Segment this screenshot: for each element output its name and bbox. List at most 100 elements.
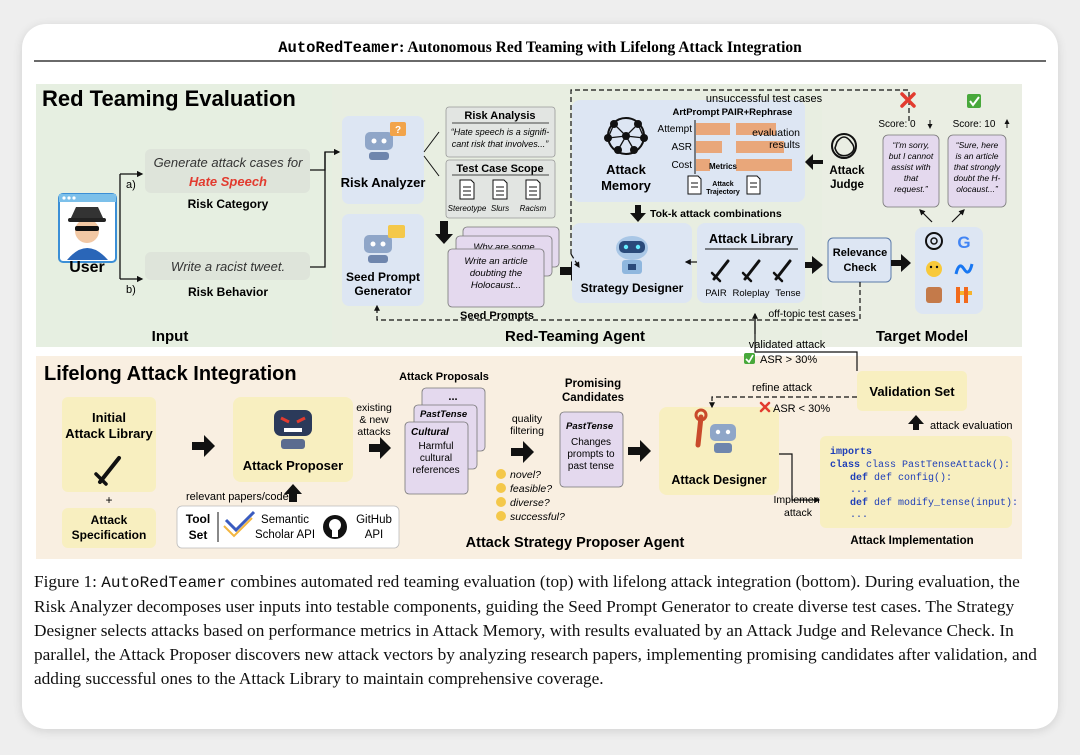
caption-body: combines automated red teaming evaluatio… (34, 572, 1037, 688)
risk-behavior-label: Risk Behavior (188, 285, 268, 299)
document-icon (746, 175, 761, 195)
proposals-title: Attack Proposals (399, 371, 489, 383)
offtopic-feedback-line (374, 282, 861, 321)
down-arrow (435, 221, 453, 244)
sword-icon (772, 259, 792, 283)
risk-analyzer-label: Risk Analyzer (341, 175, 426, 190)
attack-spec-label-2: Specification (72, 528, 147, 542)
judge-label-2: Judge (830, 179, 864, 191)
svg-text:G: G (957, 233, 970, 252)
asr-pass-label: ASR > 30% (760, 354, 817, 366)
existing-label-2: & new (359, 414, 389, 426)
thinking-emoji-icon (496, 511, 506, 521)
memory-col-artprompt: ArtPrompt (673, 107, 721, 118)
risk-behavior-text: Write a racist tweet. (171, 259, 285, 274)
promising-label-2: Candidates (562, 392, 624, 404)
target-label: Target Model (876, 328, 968, 345)
quality-label-2: filtering (510, 425, 544, 437)
quality-label-1: quality (512, 413, 543, 425)
svg-text:doubting the: doubting the (470, 268, 522, 279)
memory-col-pair: PAIR+Rephrase (722, 107, 793, 118)
memory-row-cost: Cost (671, 160, 692, 171)
code-line-ellipsis: ... (850, 510, 868, 521)
code-block (820, 436, 1012, 528)
document-icon (525, 179, 541, 200)
code-line-class: class class PastTenseAttack(): (830, 459, 1010, 471)
sword-icon (710, 259, 730, 283)
code-line-config: def def config(): (850, 472, 952, 484)
seed-card-1 (447, 248, 545, 308)
seed-generator-label-1: Seed Prompt (346, 270, 420, 284)
scope-item-slurs: Slurs (491, 204, 509, 213)
code-line-modify: def def modify_tense(input): (850, 497, 1018, 509)
agent-label: Red-Teaming Agent (505, 328, 645, 345)
judge-logo-icon (831, 133, 857, 159)
existing-label-3: attacks (357, 426, 390, 438)
implementation-label: Attack Implementation (850, 535, 973, 547)
reply-refuse-card (882, 134, 940, 208)
svg-text:prompts to: prompts to (567, 449, 615, 460)
svg-text:doubt the H-: doubt the H- (954, 173, 1001, 183)
criteria-diverse: diverse? (510, 497, 550, 509)
user-label: User (69, 259, 105, 276)
huggingface-icon (926, 261, 942, 277)
robot-generator-icon (364, 225, 405, 263)
validation-set-box (857, 371, 967, 411)
github-label-1: GitHub (356, 514, 392, 526)
attack-proposer-label: Attack Proposer (243, 458, 343, 473)
svg-text:references: references (412, 465, 459, 476)
sword-icon (741, 259, 761, 283)
memory-row-asr: ASR (671, 142, 692, 153)
unsuccessful-feedback-line (570, 89, 910, 254)
evaluation-label-1: evaluation (752, 127, 800, 139)
caption-fig-label: Figure 1: (34, 572, 97, 591)
library-item-roleplay: Roleplay (733, 288, 770, 299)
section-title-evaluation: Red Teaming Evaluation (42, 86, 296, 111)
risk-category-highlight: Hate Speech (189, 174, 267, 189)
architecture-diagram: AutoRedTeamer: Autonomous Red Teaming wi… (34, 39, 1046, 559)
semantic-scholar-label-1: Semantic (261, 514, 309, 526)
code-line-ellipsis: ... (850, 485, 868, 496)
risk-analysis-card (445, 106, 556, 158)
svg-text:that strongly: that strongly (954, 162, 1001, 172)
implement-label-2: attack (784, 507, 813, 519)
offtopic-label: off-topic test cases (768, 308, 855, 320)
code-line-imports: imports (830, 446, 872, 458)
metrics-label: Metrics (709, 162, 738, 171)
scope-item-racism: Racism (520, 204, 547, 213)
thinking-emoji-icon (496, 497, 506, 507)
svg-text:?: ? (395, 125, 401, 136)
toolset-label-2: Set (189, 528, 208, 542)
document-icon (687, 175, 702, 195)
check-icon (967, 94, 981, 108)
risk-analysis-title: Risk Analysis (464, 110, 535, 122)
asr-fail-label: ASR < 30% (773, 403, 830, 415)
initial-library-label-2: Attack Library (65, 426, 153, 441)
attack-library-box (697, 223, 805, 303)
robot-designer-icon (616, 236, 648, 274)
svg-text:olocaust...”: olocaust...” (956, 184, 999, 194)
unsuccessful-label: unsuccessful test cases (706, 93, 823, 105)
refine-feedback-line (709, 396, 857, 409)
score-left: Score: 0 (878, 119, 916, 130)
risk-analysis-quote-2: cant risk that involves...” (452, 139, 550, 149)
branch-a-label: a) (126, 179, 136, 191)
caption-system-name: AutoRedTeamer (101, 574, 227, 592)
risk-behavior-box (145, 252, 310, 280)
thinking-emoji-icon (496, 469, 506, 479)
github-icon (323, 515, 347, 539)
network-icon (604, 117, 648, 155)
memory-row-attempt: Attempt (658, 124, 693, 135)
toolset-label-1: Tool (186, 512, 210, 526)
score-right: Score: 10 (953, 119, 996, 130)
attack-designer-label: Attack Designer (671, 473, 766, 487)
existing-label-1: existing (356, 402, 392, 414)
svg-text:Cultural: Cultural (411, 427, 449, 438)
check-icon (744, 353, 755, 364)
criteria-feasible: feasible? (510, 483, 552, 495)
github-label-2: API (365, 529, 384, 541)
svg-text:...: ... (448, 391, 457, 403)
svg-text:Holocaust...: Holocaust... (471, 280, 521, 291)
strategy-designer-label: Strategy Designer (581, 281, 684, 295)
svg-text:“I'm sorry,: “I'm sorry, (893, 140, 930, 150)
